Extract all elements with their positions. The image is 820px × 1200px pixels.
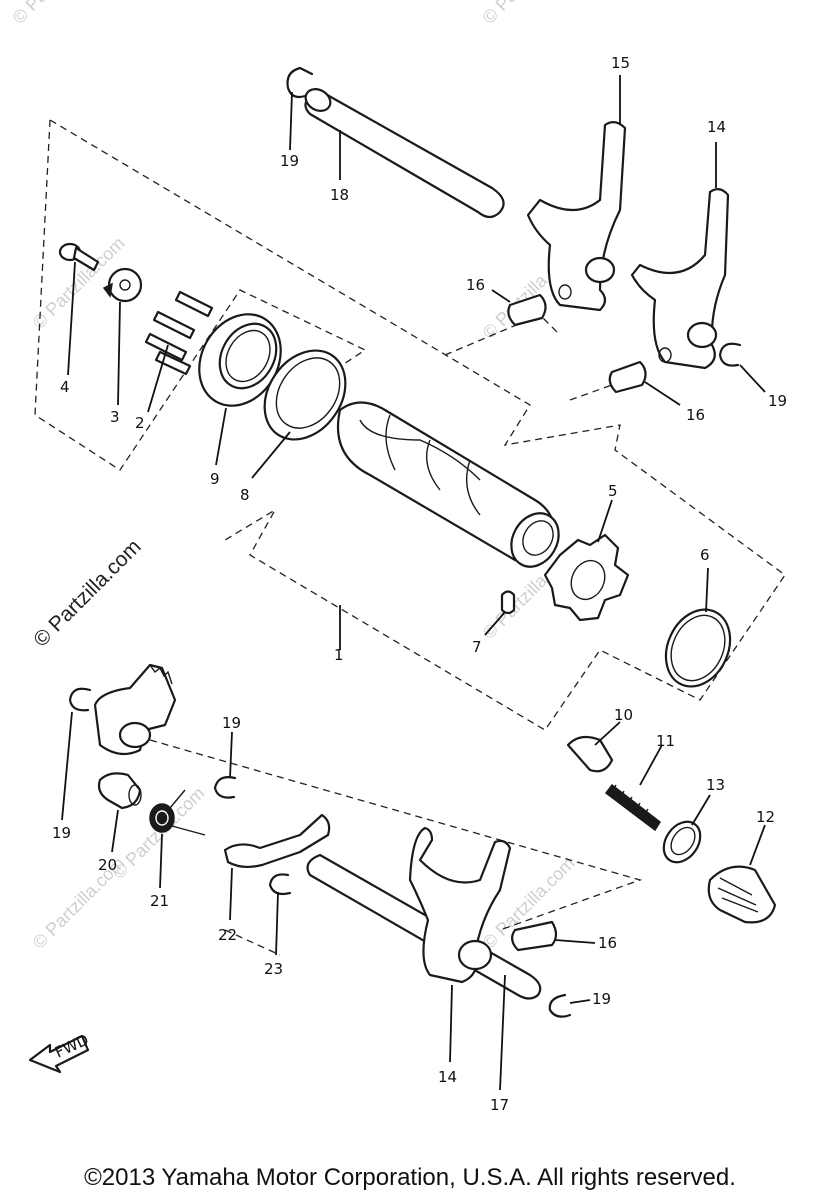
callout-16: 16 <box>686 406 705 424</box>
part-19-circlip-right <box>718 342 742 367</box>
callout-20: 20 <box>98 856 117 874</box>
callout-12: 12 <box>756 808 775 826</box>
callout-3: 3 <box>110 408 120 426</box>
callout-19: 19 <box>592 990 611 1008</box>
callout-11: 11 <box>656 732 675 750</box>
shift-shaft-lever-assembly <box>93 663 177 756</box>
watermark-text: © Partzilla.com <box>29 535 145 651</box>
part-10-stopper <box>566 735 614 773</box>
part-22-shift-arm <box>223 813 331 869</box>
callout-18: 18 <box>330 186 349 204</box>
callout-6: 6 <box>700 546 710 564</box>
callout-17: 17 <box>490 1096 509 1114</box>
part-14-shift-fork-upper <box>630 188 730 370</box>
part-8-washer <box>263 349 347 441</box>
watermark-text: © Partzilla.com <box>9 0 109 28</box>
part-4-screw <box>58 242 100 272</box>
part-19-circlip-center <box>213 776 237 799</box>
callout-13: 13 <box>706 776 725 794</box>
callout-14: 14 <box>438 1068 457 1086</box>
callout-23: 23 <box>264 960 283 978</box>
dashed-outline-forks <box>444 314 561 356</box>
part-20-collar <box>97 772 142 810</box>
callout-4: 4 <box>60 378 70 396</box>
copyright-notice: ©2013 Yamaha Motor Corporation, U.S.A. A… <box>84 1164 736 1191</box>
callout-16: 16 <box>466 276 485 294</box>
part-23-circlip <box>268 873 292 896</box>
callout-9: 9 <box>210 470 220 488</box>
part-3-segment <box>102 267 143 303</box>
callout-14: 14 <box>707 118 726 136</box>
part-7-dowel-pin <box>500 590 516 615</box>
part-12-plug <box>707 865 777 924</box>
callout-19: 19 <box>52 824 71 842</box>
part-5-shift-cam <box>543 533 630 622</box>
part-1-shift-drum <box>336 401 560 568</box>
dashed-outline-drum-group <box>49 119 786 731</box>
part-6-circlip-ring <box>664 608 732 688</box>
callout-19: 19 <box>280 152 299 170</box>
leader-lines <box>61 75 766 1091</box>
part-18-fork-shaft <box>304 88 505 219</box>
callout-labels: 19 18 15 14 16 4 3 2 9 8 16 19 5 6 7 1 1… <box>52 54 787 1114</box>
part-9-bearing <box>198 313 282 407</box>
part-15-shift-fork <box>526 121 627 312</box>
callout-5: 5 <box>608 482 618 500</box>
part-11-spring <box>604 783 661 832</box>
watermark-text: © Partzilla.com <box>479 0 579 28</box>
callout-21: 21 <box>150 892 169 910</box>
part-19-circlip-top <box>286 66 314 99</box>
guide-pin-upper <box>507 293 547 327</box>
part-19-circlip-left <box>68 687 92 712</box>
callout-19: 19 <box>222 714 241 732</box>
callout-1: 1 <box>334 646 344 664</box>
part-21-torsion-spring <box>149 789 206 836</box>
guide-pin-middle <box>608 360 647 394</box>
part-19-circlip-lower-right <box>548 993 572 1018</box>
callout-15: 15 <box>611 54 630 72</box>
part-13-washer <box>662 820 702 864</box>
dashed-outline-bearing-group <box>34 119 367 471</box>
callout-22: 22 <box>218 926 237 944</box>
part-16-guide-pins <box>507 293 647 952</box>
guide-pin-lower <box>511 920 558 952</box>
fwd-arrow-icon: FWD <box>28 1031 91 1074</box>
callout-7: 7 <box>472 638 482 656</box>
callout-19: 19 <box>768 392 787 410</box>
dashed-outline-lever <box>224 929 281 956</box>
callout-8: 8 <box>240 486 250 504</box>
callout-16: 16 <box>598 934 617 952</box>
dashed-outline-shift-shaft <box>149 739 643 931</box>
part-14-shift-fork-lower <box>408 826 512 984</box>
callout-2: 2 <box>135 414 145 432</box>
callout-10: 10 <box>614 706 633 724</box>
